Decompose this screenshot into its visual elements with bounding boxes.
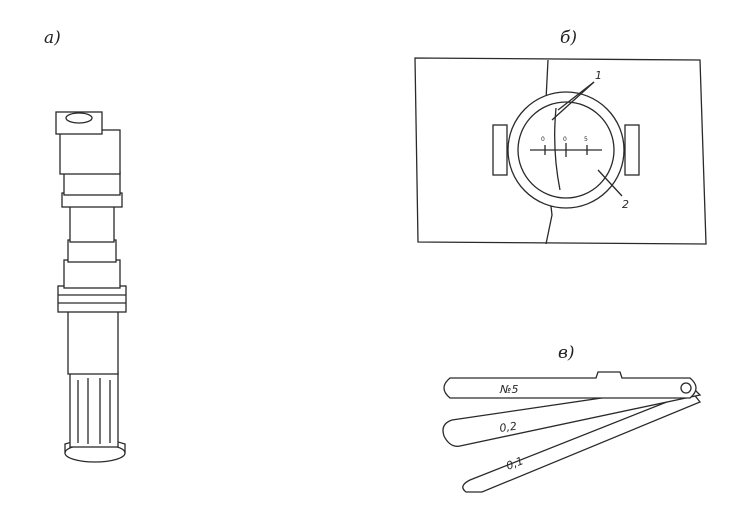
feeler-gauge-illustration: №5 0,2 0,1: [442, 371, 702, 493]
scale-label-left: 0: [541, 136, 545, 143]
callout-1: 1: [595, 69, 602, 82]
microscope-illustration: [55, 111, 127, 463]
crack-view-illustration: 0 0 5 1 2: [414, 57, 707, 245]
label-a: а): [44, 28, 61, 48]
scale-label-right: 5: [584, 136, 588, 143]
label-b: б): [560, 28, 578, 48]
label-v: в): [558, 343, 575, 363]
scale-label-mid: 0: [563, 136, 567, 143]
gauge-blade-1-label: №5: [499, 383, 518, 396]
callout-2: 2: [622, 198, 629, 211]
gauge-blade-2-label: 0,2: [499, 420, 518, 435]
gauge-blade-3-label: 0,1: [504, 454, 525, 473]
